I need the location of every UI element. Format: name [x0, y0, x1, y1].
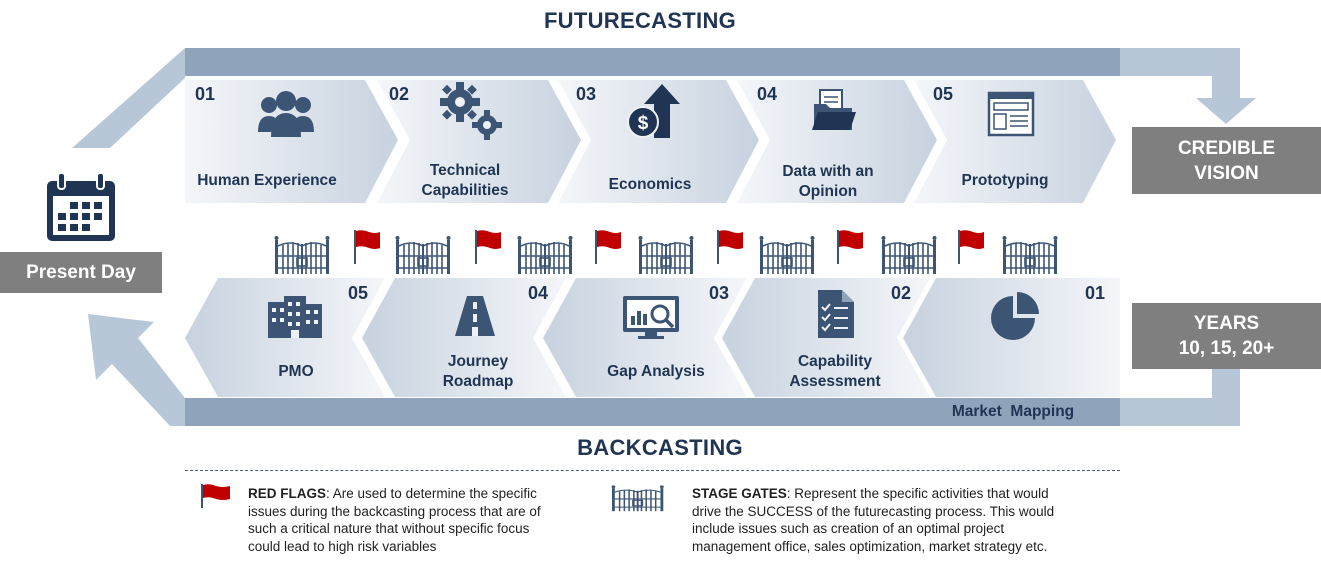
stage-gate-icon — [1001, 235, 1059, 275]
futurecasting-step-label: Human Experience — [187, 171, 347, 191]
red-flag-icon — [354, 229, 381, 265]
label-line: Gap Analysis — [607, 363, 705, 380]
red-flag-icon — [475, 229, 502, 265]
legend-text-line: : Are used to determine the specific — [326, 486, 537, 501]
futurecasting-chevrons — [185, 80, 1116, 203]
dollar-arrow-icon: $ — [627, 84, 680, 138]
checklist-icon — [818, 290, 854, 338]
building-icon — [268, 296, 322, 338]
red-flag-icon — [837, 229, 864, 265]
red-flag-icon — [958, 229, 985, 265]
backcasting-step-number: 04 — [528, 283, 549, 303]
label-line: Capability — [797, 353, 873, 370]
legend-text-line: could lead to high risk variables — [248, 538, 437, 554]
futurecasting-step-number: 02 — [389, 84, 410, 104]
label-line: Capabilities — [421, 182, 509, 199]
backcasting-step-number: 02 — [891, 283, 912, 303]
stage-gate-icon — [880, 235, 938, 275]
label-line: Prototyping — [961, 172, 1049, 189]
red-flag-icon — [717, 229, 744, 265]
backcasting-step-label: Capability Assessment — [755, 352, 915, 392]
backcasting-step-number: 01 — [1085, 283, 1106, 303]
credible-vision-line-2: VISION — [1194, 162, 1259, 184]
legend-text-line: : Represent the specific activities that… — [786, 486, 1049, 501]
stage-gate-icon — [637, 235, 695, 275]
credible-vision-box: CREDIBLE VISION — [1132, 127, 1321, 194]
label-line: Market Mapping — [951, 403, 1075, 420]
pie-chart-icon — [991, 292, 1039, 340]
legend-red-flag-icon — [201, 484, 230, 508]
stage-gate-icon — [516, 235, 574, 275]
legend-red-flags-title: RED FLAGS — [248, 486, 327, 501]
label-line: Human Experience — [197, 172, 337, 189]
backcasting-step-number: 05 — [348, 283, 369, 303]
futurecasting-step-label: Prototyping — [925, 171, 1085, 191]
backcasting-step-number: 03 — [709, 283, 730, 303]
legend-text-line: include issues such as creation of an op… — [692, 521, 1005, 536]
legend-red-flags: RED FLAGS: Are used to determine the spe… — [248, 485, 588, 555]
backcasting-step-label: Gap Analysis — [576, 362, 736, 382]
stage-gate-icon — [758, 235, 816, 275]
backcasting-band-riser — [1212, 369, 1240, 426]
label-line: Journey — [447, 353, 509, 370]
legend-text-line: such a critical nature that without spec… — [248, 521, 530, 536]
legend-text-line: drive the SUCCESS of the futurecasting p… — [692, 503, 1055, 519]
label-line: Data with an — [782, 163, 874, 180]
years-box: YEARS 10, 15, 20+ — [1132, 303, 1321, 369]
label-line: Assessment — [789, 373, 881, 390]
backcasting-title: BACKCASTING — [577, 435, 743, 460]
label-line: Technical — [429, 162, 501, 179]
backcasting-band — [185, 398, 1120, 426]
backcasting-step-label: PMO — [216, 362, 376, 382]
backcasting-step-label: Journey Roadmap — [398, 352, 558, 392]
backcasting-chevrons — [185, 278, 1120, 397]
futurecasting-step-label: Technical Capabilities — [385, 161, 545, 201]
svg-text:$: $ — [638, 113, 649, 134]
stage-gate-icon — [273, 235, 331, 275]
people-icon — [258, 91, 314, 137]
legend-stage-gates-title: STAGE GATES — [692, 486, 787, 501]
gears-icon — [440, 82, 502, 140]
present-day-box: Present Day — [0, 252, 162, 293]
stage-gate-icon — [394, 235, 452, 275]
road-icon — [455, 296, 495, 336]
futurecasting-band — [185, 48, 1120, 76]
browser-window-icon — [987, 91, 1035, 137]
bottom-diagonal-arrow — [88, 314, 185, 426]
years-line-2: 10, 15, 20+ — [1178, 338, 1275, 359]
credible-vision-line-1: CREDIBLE — [1177, 137, 1276, 159]
futurecasting-step-label: Data with an Opinion — [748, 162, 908, 202]
futurecasting-step-number: 03 — [576, 84, 597, 104]
legend-separator — [185, 470, 1120, 471]
years-line-1: YEARS — [1193, 313, 1260, 334]
backcasting-step-label: Market Mapping — [933, 362, 1093, 442]
futurecasting-step-label: Economics — [570, 175, 730, 195]
futurecasting-step-number: 05 — [933, 84, 954, 104]
monitor-search-icon — [623, 296, 679, 339]
label-line: Opinion — [798, 183, 858, 200]
stage-gates-row — [273, 235, 331, 275]
futurecasting-step-number: 01 — [195, 84, 216, 104]
down-arrow — [1196, 76, 1256, 124]
label-line: Roadmap — [442, 373, 514, 390]
legend-text-line: issues during the backcasting process th… — [248, 503, 541, 519]
red-flag-icon — [595, 229, 622, 265]
futurecasting-band-end — [1120, 48, 1240, 76]
calendar-icon — [47, 172, 115, 241]
present-day-label: Present Day — [26, 261, 136, 283]
legend-stage-gates: STAGE GATES: Represent the specific acti… — [692, 485, 1112, 555]
legend-stage-gate-icon — [610, 484, 665, 513]
label-line: Economics — [608, 176, 692, 193]
folder-icon — [812, 89, 856, 130]
futurecasting-step-number: 04 — [757, 84, 778, 104]
futurecasting-title: FUTURECASTING — [543, 8, 737, 33]
label-line: PMO — [278, 363, 314, 380]
legend-text-line: management office, sales optimization, m… — [692, 538, 1048, 554]
top-diagonal-connector — [72, 48, 185, 148]
